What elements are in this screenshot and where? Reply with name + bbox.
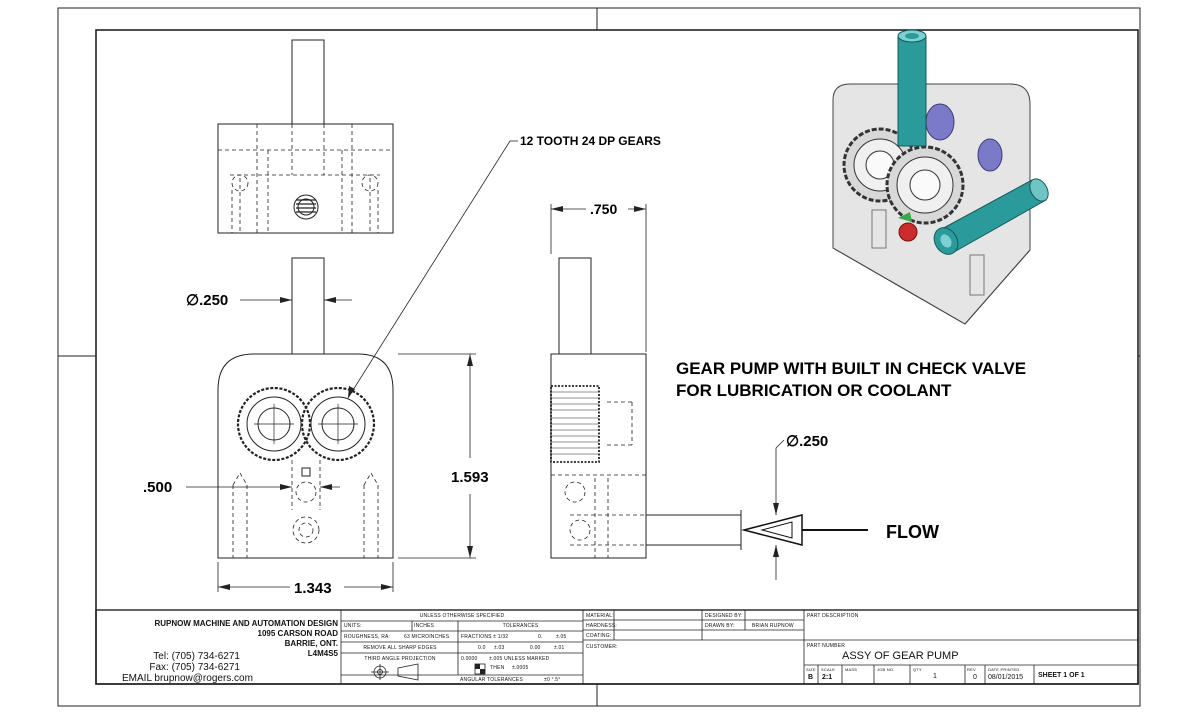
company-fax: Fax: (705) 734-6271 bbox=[149, 662, 240, 673]
qty-label: QTY bbox=[913, 667, 922, 672]
units-label: UNITS: bbox=[344, 623, 362, 629]
scale-value: 2:1 bbox=[822, 674, 833, 681]
scale-label: SCALE bbox=[821, 667, 836, 672]
part-description-label: PART DESCRIPTION bbox=[807, 613, 859, 619]
shaft-diameter-dim: ∅.250 bbox=[186, 292, 228, 309]
roughness-value: 63 MICROINCHES bbox=[404, 634, 450, 640]
company-tel: Tel: (705) 734-6271 bbox=[153, 651, 240, 662]
company-address-2: BARRIE, ONT. bbox=[284, 639, 338, 648]
company-block: RUPNOW MACHINE AND AUTOMATION DESIGN 109… bbox=[102, 619, 338, 659]
company-email: EMAIL brupnow@rogers.com bbox=[122, 673, 253, 684]
row2-c: 0.00 bbox=[530, 645, 541, 651]
coating-label: COATING: bbox=[586, 633, 612, 639]
projection-symbol bbox=[371, 663, 419, 681]
part-number-value: ASSY OF GEAR PUMP bbox=[842, 650, 959, 662]
job-label: JOB NO. bbox=[877, 667, 895, 672]
rev-label: REV bbox=[967, 667, 976, 672]
row3-b: ±.005 UNLESS MARKED bbox=[489, 656, 550, 662]
company-postal: L4M4S5 bbox=[307, 649, 338, 658]
sheet-number: SHEET 1 OF 1 bbox=[1038, 672, 1085, 679]
height-dim: 1.593 bbox=[451, 469, 489, 486]
top-view bbox=[217, 39, 394, 234]
row3-d: ±.0005 bbox=[512, 665, 529, 671]
designed-by-label: DESIGNED BY: bbox=[705, 613, 743, 619]
title-line-1: GEAR PUMP WITH BUILT IN CHECK VALVE bbox=[676, 359, 1026, 378]
date-label: DATE PRINTED bbox=[988, 667, 1020, 672]
row2-d: ±.01 bbox=[554, 645, 565, 651]
dimension-arrows bbox=[218, 206, 779, 590]
tolerance-header: UNLESS OTHERWISE SPECIFIED bbox=[419, 613, 505, 619]
drawn-by-label: DRAWN BY: bbox=[705, 623, 735, 629]
angular-value: ±0 °.5° bbox=[544, 677, 561, 683]
width-dim: 1.343 bbox=[294, 580, 332, 597]
row3-a: 0.0000 bbox=[461, 656, 478, 662]
contact-block: Tel: (705) 734-6271 Fax: (705) 734-6271 bbox=[102, 651, 240, 673]
row2-b: ±.03 bbox=[494, 645, 505, 651]
frac-b: ±.05 bbox=[556, 634, 567, 640]
isometric-view bbox=[832, 29, 1049, 325]
flow-arrow bbox=[741, 514, 868, 546]
customer-label: CUSTOMER: bbox=[586, 644, 618, 650]
roughness-label: ROUGHNESS, Ra: bbox=[344, 634, 391, 640]
checker-icon bbox=[474, 663, 486, 675]
units-value: INCHES bbox=[414, 623, 435, 629]
hardness-label: HARDNESS: bbox=[586, 623, 617, 629]
inlet-diameter-dim: ∅.250 bbox=[786, 433, 828, 450]
company-name: RUPNOW MACHINE AND AUTOMATION DESIGN bbox=[154, 619, 338, 628]
size-value: B bbox=[808, 674, 814, 681]
row2-a: 0.0 bbox=[478, 645, 486, 651]
angular-label: ANGULAR TOLERANCES bbox=[460, 677, 523, 683]
gears-note: 12 TOOTH 24 DP GEARS bbox=[520, 134, 661, 148]
material-label: MATERIAL: bbox=[586, 613, 614, 619]
date-value: 08/01/2015 bbox=[988, 674, 1024, 681]
depth-dim: .750 bbox=[590, 201, 617, 217]
title-line-2: FOR LUBRICATION OR COOLANT bbox=[676, 381, 952, 400]
company-address-1: 1095 CARSON ROAD bbox=[257, 629, 338, 638]
flow-label: FLOW bbox=[886, 522, 939, 542]
side-view bbox=[550, 257, 742, 559]
tolerances-label: TOLERANCES bbox=[502, 623, 539, 629]
size-label: SIZE bbox=[806, 667, 816, 672]
spacing-dim: .500 bbox=[143, 479, 172, 496]
fractions-tolerance: FRACTIONS ± 1/32 bbox=[461, 634, 509, 640]
drawn-by-value: BRIAN RUPNOW bbox=[752, 623, 794, 629]
mass-label: MASS bbox=[845, 667, 858, 672]
rev-value: 0 bbox=[973, 674, 977, 681]
projection-label: THIRD ANGLE PROJECTION bbox=[364, 656, 436, 662]
qty-value: 1 bbox=[933, 673, 937, 680]
frac-a: 0. bbox=[538, 634, 543, 640]
title-block-grid bbox=[95, 609, 1139, 685]
sharp-edges-note: REMOVE ALL SHARP EDGES bbox=[363, 645, 437, 651]
part-number-label: PART NUMBER bbox=[807, 643, 846, 649]
front-view bbox=[217, 257, 394, 559]
row3-c: THEN bbox=[490, 665, 505, 671]
